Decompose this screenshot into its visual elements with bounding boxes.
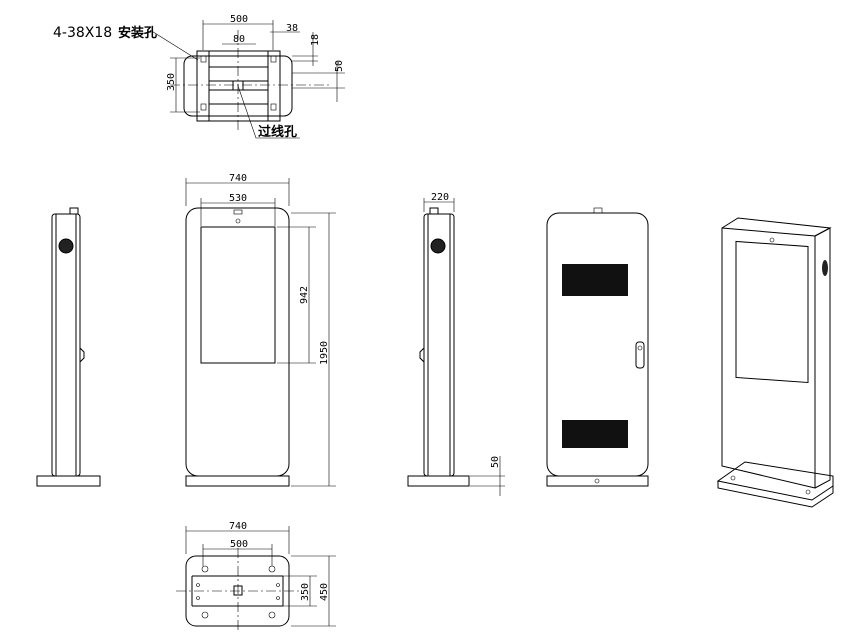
- speaker-icon-right: [430, 238, 446, 254]
- front-view: 740 530 942 1950: [185, 173, 336, 487]
- rear-base: [546, 475, 649, 487]
- dim-740-base: 740: [229, 521, 247, 532]
- dim-740-front: 740: [229, 173, 247, 184]
- iso-base: [716, 461, 834, 501]
- dim-1950: 1950: [319, 341, 330, 365]
- lock-handle-icon: [79, 347, 85, 363]
- vent-grille-top: [562, 264, 628, 296]
- right-side-view: 220 50: [407, 192, 505, 496]
- dim-530: 530: [229, 193, 247, 204]
- screen-area: [200, 226, 276, 364]
- isometric-view: [716, 217, 834, 508]
- mounting-hole-spec: 4-38X18: [53, 25, 112, 41]
- side-body: [423, 213, 455, 477]
- vent-grille-bottom: [562, 420, 628, 448]
- speaker-icon: [58, 238, 74, 254]
- dim-18: 18: [310, 34, 321, 46]
- rear-view: [546, 207, 649, 487]
- mounting-hole-label: 安装孔: [118, 25, 157, 41]
- left-side-view: [36, 207, 101, 487]
- plate-inner: [196, 50, 281, 122]
- lock-handle-icon-right: [419, 347, 425, 363]
- iso-screen: [735, 240, 809, 384]
- dim-350-top: 350: [166, 73, 177, 91]
- dim-50-side: 50: [490, 456, 501, 468]
- base-plan-view: 740 500 350 450: [176, 521, 336, 632]
- cable-hole-label: 过线孔: [258, 124, 297, 140]
- leader-line: [149, 29, 199, 61]
- dim-350-base: 350: [300, 583, 311, 601]
- dim-50: 50: [334, 60, 345, 72]
- camera-icon: [235, 218, 241, 224]
- iso-speaker-icon: [822, 260, 828, 276]
- front-base: [185, 475, 290, 487]
- cable-hole: [233, 585, 243, 596]
- dim-500: 500: [230, 14, 248, 25]
- dim-38: 38: [286, 23, 298, 34]
- front-body: [185, 207, 290, 477]
- door-lock-icon: [635, 341, 645, 369]
- dim-220: 220: [431, 192, 449, 203]
- base-plate: [36, 475, 101, 487]
- side-base: [407, 475, 470, 487]
- dim-942: 942: [299, 286, 310, 304]
- dim-80: 80: [233, 34, 245, 45]
- cabinet-side: [51, 213, 81, 477]
- dim-500-base: 500: [230, 539, 248, 550]
- top-view: 4-38X18 安装孔 500 38 80 18: [53, 14, 345, 140]
- dim-450: 450: [319, 583, 330, 601]
